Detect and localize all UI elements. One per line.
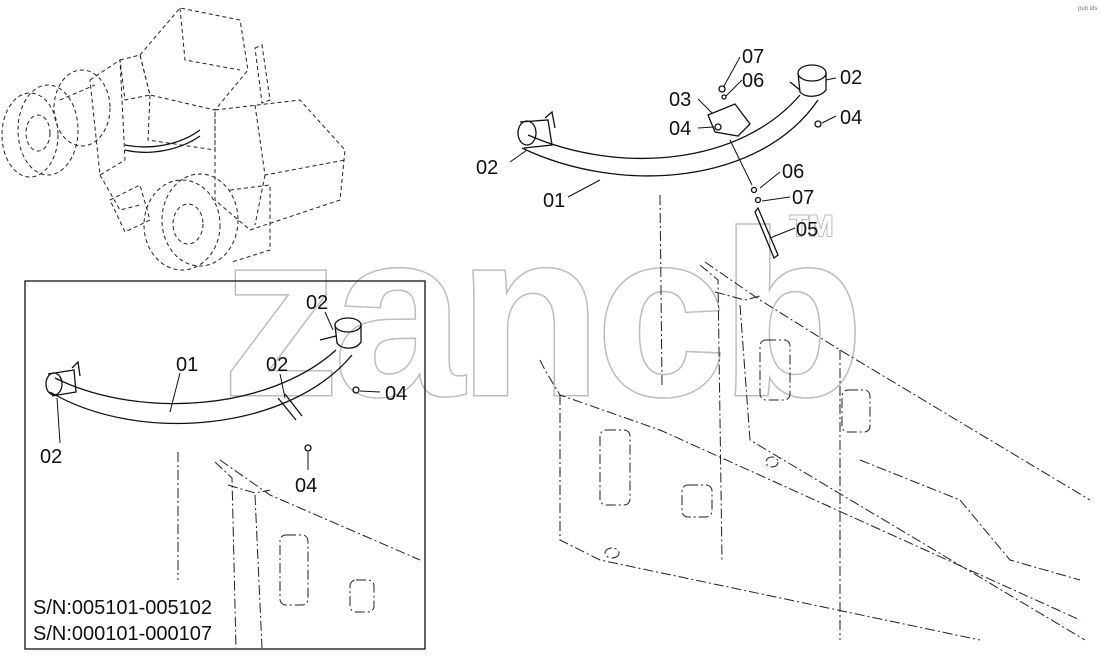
elbow-02-right — [789, 64, 827, 128]
watermark-text: zancb — [222, 182, 858, 445]
corner-mark: pub ids — [1078, 6, 1097, 12]
inset-callout-01: 01 — [176, 354, 198, 376]
inset-callout-02-top: 02 — [306, 292, 328, 314]
callout-06-top: 06 — [742, 70, 764, 92]
inset-elbow-02 — [304, 317, 362, 452]
serial-number-1: S/N:005101-005102 — [33, 597, 212, 619]
bracket-03 — [707, 85, 751, 137]
callout-06-lower: 06 — [782, 161, 804, 183]
inset-frame — [24, 280, 426, 650]
watermark: zancb TM — [221, 181, 866, 447]
frame-structure — [539, 194, 1091, 641]
callout-04-left: 04 — [669, 118, 691, 140]
callout-07-top: 07 — [742, 46, 764, 68]
callout-05: 05 — [796, 219, 818, 241]
callout-02-left: 02 — [476, 157, 498, 179]
callout-01: 01 — [543, 190, 565, 212]
inset-view: 02 01 02 04 02 04 S/N:005101-005102 S/N:… — [24, 280, 426, 650]
callout-02-right: 02 — [840, 67, 862, 89]
main-view: 07 06 03 04 02 04 02 01 06 07 05 — [476, 46, 1091, 641]
inset-callout-02-mid: 02 — [266, 354, 288, 376]
inset-callout-04-right: 04 — [385, 383, 407, 405]
inset-frame-structure — [177, 452, 421, 649]
callout-07-lower: 07 — [792, 187, 814, 209]
inset-leaders — [56, 311, 381, 470]
inset-pipe-01 — [45, 349, 353, 425]
pipe-01 — [517, 94, 819, 177]
inset-callout-04-bottom: 04 — [295, 475, 317, 497]
trademark-symbol: TM — [790, 210, 833, 243]
serial-number-2: S/N:000101-000107 — [33, 623, 212, 645]
rod-05 — [729, 139, 779, 260]
callout-04-right: 04 — [840, 107, 862, 129]
callout-03: 03 — [669, 89, 691, 111]
machine-overview — [1, 7, 346, 271]
main-leaders — [509, 56, 837, 239]
inset-callout-02-left: 02 — [40, 446, 62, 468]
